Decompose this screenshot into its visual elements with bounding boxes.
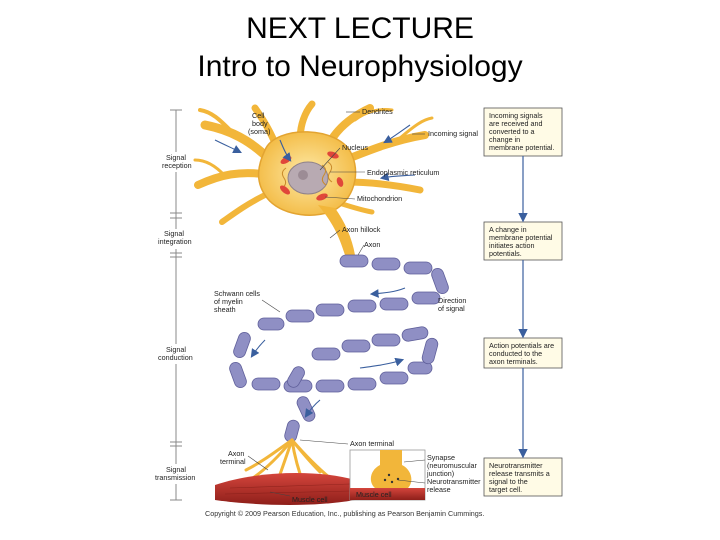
label-synapse-line1: Synapse (427, 453, 455, 462)
info-box-3-line3: axon terminals. (489, 357, 538, 366)
info-box-3-line2: conducted to the (489, 349, 542, 358)
stage-label-integration: Signal integration (156, 229, 200, 249)
label-schwann-line2: of myelin (214, 297, 243, 306)
label-axon-hillock: Axon hillock (342, 225, 381, 234)
stage-transmission-line2: transmission (155, 473, 195, 482)
stage-reception-line1: Signal (166, 153, 186, 162)
left-stage-bracket (170, 109, 182, 501)
stage-transmission-line1: Signal (166, 465, 186, 474)
info-box-1-line2: are received and (489, 119, 543, 128)
label-schwann-line3: sheath (214, 305, 236, 314)
label-nucleus: Nucleus (342, 143, 368, 152)
info-box-1-line1: Incoming signals (489, 111, 543, 120)
label-direction-line2: of signal (438, 304, 465, 313)
label-neurotransmitter-line2: release (427, 485, 451, 494)
stage-label-reception: Signal reception (160, 152, 200, 172)
label-incoming-signal: Incoming signal (428, 129, 478, 138)
label-dendrites: Dendrites (362, 107, 393, 116)
info-box-1-line3: converted to a (489, 127, 535, 136)
nucleus (287, 161, 329, 195)
stage-conduction-line2: conduction (158, 353, 193, 362)
info-box-1-line4: change in (489, 135, 520, 144)
info-box-4-line3: signal to the (489, 477, 528, 486)
synapse-inset (349, 449, 426, 501)
label-mitochondrion: Mitochondrion (357, 194, 402, 203)
info-box-2-line2: membrane potential (489, 233, 553, 242)
label-axon-terminal-inset: Axon terminal (350, 439, 394, 448)
muscle-cell (215, 473, 355, 505)
slide-title-line2: Intro to Neurophysiology (197, 50, 523, 83)
label-cell-body-line2: body (252, 119, 268, 128)
label-axon: Axon (364, 240, 380, 249)
info-box-2-line1: A change in (489, 225, 527, 234)
label-muscle-cell: Muscle cell (292, 495, 328, 504)
stage-reception-line2: reception (162, 161, 192, 170)
stage-conduction-line1: Signal (166, 345, 186, 354)
axon-hillock (318, 205, 355, 255)
info-box-2-line4: potentials. (489, 249, 522, 258)
myelinated-axon (229, 254, 449, 443)
label-neurotransmitter-line1: Neurotransmitter (427, 477, 481, 486)
info-box-3-line1: Action potentials are (489, 341, 554, 350)
info-box-1-line5: membrane potential. (489, 143, 555, 152)
info-box-4: Neurotransmitter release transmits a sig… (483, 457, 563, 497)
label-cell-body-line1: Cell (252, 111, 265, 120)
stage-label-transmission: Signal transmission (154, 464, 200, 484)
info-box-1: Incoming signals are received and conver… (483, 107, 563, 157)
info-box-4-line1: Neurotransmitter (489, 461, 543, 470)
label-muscle-cell-inset: Muscle cell (356, 490, 392, 499)
label-axon-terminal-left-line1: Axon (228, 449, 244, 458)
label-synapse-line2: (neuromuscular (427, 461, 478, 470)
leader-lines (247, 111, 426, 497)
info-box-2-line3: initiates action (489, 241, 535, 250)
slide-title-line1: NEXT LECTURE (246, 12, 474, 45)
label-endoplasmic-reticulum: Endoplasmic reticulum (367, 168, 439, 177)
signal-direction-arrows (214, 124, 416, 418)
info-box-3: Action potentials are conducted to the a… (483, 337, 563, 369)
info-box-2: A change in membrane potential initiates… (483, 221, 563, 261)
label-schwann-line1: Schwann cells (214, 289, 260, 298)
stage-integration-line2: integration (158, 237, 192, 246)
label-axon-terminal-left-line2: terminal (220, 457, 246, 466)
stage-label-conduction: Signal conduction (156, 344, 200, 364)
copyright-line: Copyright © 2009 Pearson Education, Inc.… (205, 509, 484, 518)
label-synapse-line3: junction) (426, 469, 454, 478)
info-box-4-line4: target cell. (489, 485, 522, 494)
label-direction-line1: Direction (438, 296, 466, 305)
stage-integration-line1: Signal (164, 229, 184, 238)
info-box-4-line2: release transmits a (489, 469, 550, 478)
label-cell-body-line3: (soma) (248, 127, 270, 136)
